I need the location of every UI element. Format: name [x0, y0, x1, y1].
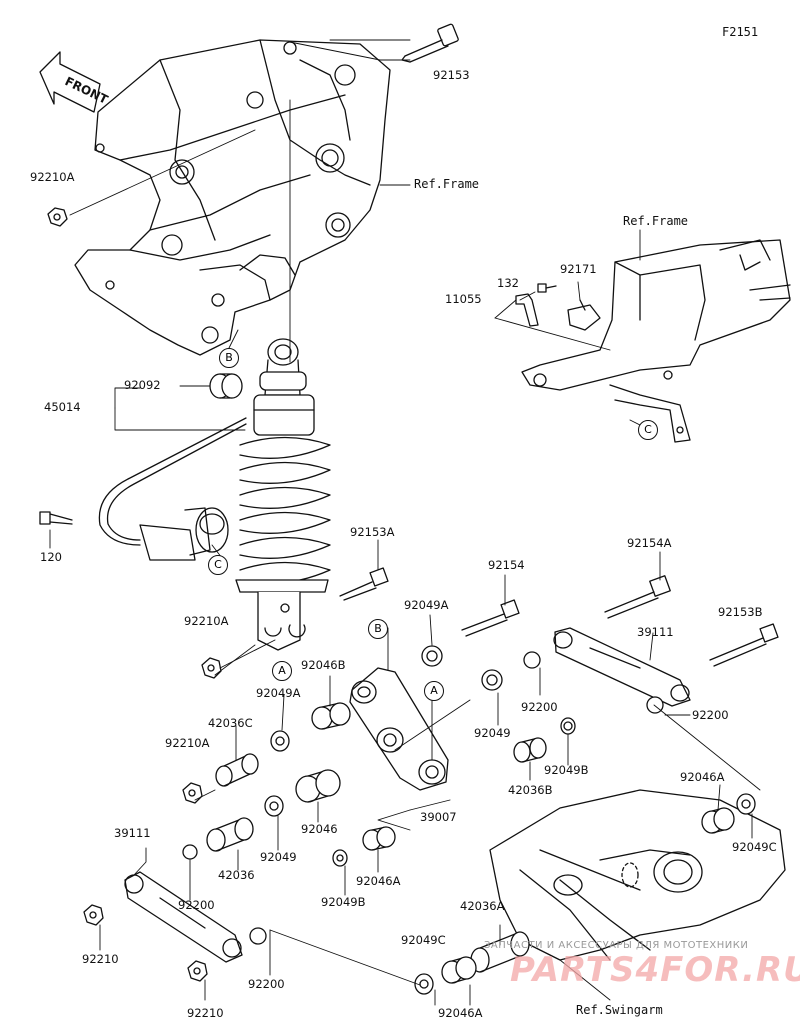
part-label-11055: 11055 [445, 292, 482, 306]
bolt-92153-icon [401, 23, 459, 63]
part-label-39111-left: 39111 [114, 826, 151, 840]
shock-absorber-illustration [235, 338, 331, 651]
part-label-92049A-2: 92049A [256, 686, 301, 700]
part-label-92153: 92153 [433, 68, 470, 82]
nut-92210A-icon [47, 207, 68, 227]
part-label-92154: 92154 [488, 558, 525, 572]
part-label-92049B-1: 92049B [544, 763, 589, 777]
tie-rod-39111-left-illustration [124, 871, 243, 963]
part-label-92200-4: 92200 [248, 977, 285, 991]
watermark-tagline: ЗАПЧАСТИ И АКСЕССУАРЫ ДЛЯ МОТОТЕХНИКИ [484, 940, 749, 951]
ref-frame-right-label: Ref.Frame [623, 214, 689, 228]
sleeve-42036-icon [206, 817, 254, 852]
bolt-92154-icon [461, 599, 520, 637]
washer-92200-mid-icon [182, 844, 198, 860]
swingarm-illustration [489, 789, 786, 961]
small-bracket-parts-icon [515, 283, 601, 331]
part-label-92049A-1: 92049A [404, 598, 449, 612]
bolt-92154A-icon [604, 575, 671, 619]
part-label-92153B: 92153B [718, 605, 763, 619]
bearing-92046A-mid-icon [362, 826, 396, 851]
part-label-92049C-low: 92049C [401, 933, 446, 947]
washer-92049A-icon [421, 645, 443, 667]
bolt-120-icon [39, 511, 73, 525]
callout-a-shock: A [272, 661, 292, 681]
seal-92049C-right-icon [736, 793, 756, 815]
nut-92210A-low-icon [182, 782, 203, 804]
part-label-92153A: 92153A [350, 525, 395, 539]
part-label-92049B-2: 92049B [321, 895, 366, 909]
part-label-92210A-low: 92210A [165, 736, 210, 750]
callout-c-reservoir: C [208, 555, 228, 575]
seal-92049B-mid-icon [332, 849, 348, 867]
part-label-42036: 42036 [218, 868, 255, 882]
part-label-92210A-mid: 92210A [184, 614, 229, 628]
washer-92049-lower-icon [264, 795, 284, 817]
part-label-42036A: 42036A [460, 899, 505, 913]
sleeve-42036B-icon [513, 737, 547, 763]
part-label-92154A: 92154A [627, 536, 672, 550]
part-label-92200-1: 92200 [521, 700, 558, 714]
bearing-92046B-icon [311, 702, 351, 730]
callout-b-frame: B [219, 348, 239, 368]
part-label-92210-2: 92210 [187, 1006, 224, 1020]
seal-92049B-icon [560, 717, 576, 735]
part-label-92046A-low: 92046A [438, 1006, 483, 1020]
bushing-92092-icon [209, 373, 243, 399]
frame-right-illustration [521, 239, 791, 443]
part-label-92046A-right: 92046A [680, 770, 725, 784]
callout-c-frame: C [638, 420, 658, 440]
figure-code: F2151 [722, 25, 759, 39]
bolt-92153B-icon [709, 623, 779, 667]
part-label-92046A-mid: 92046A [356, 874, 401, 888]
part-label-39111-right: 39111 [637, 625, 674, 639]
watermark-logo: PARTS4FOR.RU [510, 950, 800, 990]
bolt-92153A-icon [339, 567, 389, 601]
sleeve-42036C-icon [215, 753, 259, 787]
part-label-42036C: 42036C [208, 716, 253, 730]
part-label-92210-1: 92210 [82, 952, 119, 966]
rocker-arm-39007-illustration [349, 667, 449, 791]
part-label-39007: 39007 [420, 810, 457, 824]
callout-b-rocker: B [368, 619, 388, 639]
leader-lines [49, 39, 761, 1006]
part-label-132: 132 [497, 276, 519, 290]
tie-rod-39111-right-illustration [553, 627, 691, 707]
part-label-45014: 45014 [44, 400, 81, 414]
ref-frame-top-label: Ref.Frame [414, 177, 480, 191]
callout-a-rocker: A [424, 681, 444, 701]
seal-92049C-low-icon [414, 973, 434, 995]
part-label-92200-3: 92200 [178, 898, 215, 912]
ref-swingarm-label: Ref.Swingarm [576, 1003, 663, 1017]
part-label-92046: 92046 [301, 822, 338, 836]
part-label-92046B: 92046B [301, 658, 346, 672]
washer-92200-a-icon [523, 651, 541, 669]
part-label-92049-2: 92049 [260, 850, 297, 864]
part-label-42036B: 42036B [508, 783, 553, 797]
frame-illustration [74, 39, 391, 356]
washer-92049A-left-icon [270, 730, 290, 752]
part-label-92049-1: 92049 [474, 726, 511, 740]
nut-92210A-mid-icon [201, 657, 222, 679]
part-label-92092: 92092 [124, 378, 161, 392]
part-label-92049C-right: 92049C [732, 840, 777, 854]
part-label-120: 120 [40, 550, 62, 564]
nut-92210-b-icon [187, 960, 208, 982]
part-label-92171: 92171 [560, 262, 597, 276]
bearing-92046A-right-icon [701, 807, 735, 834]
washer-92200-low-icon [249, 927, 267, 945]
reservoir-canister-illustration [98, 417, 247, 561]
front-arrow-icon: FRONT [39, 51, 111, 113]
nut-92210-a-icon [83, 904, 104, 926]
bearing-92046A-low-icon [441, 956, 477, 984]
part-label-92200-2: 92200 [692, 708, 729, 722]
part-label-92210A-top: 92210A [30, 170, 75, 184]
washer-92049-icon [481, 669, 503, 691]
bearing-92046-icon [295, 769, 341, 803]
